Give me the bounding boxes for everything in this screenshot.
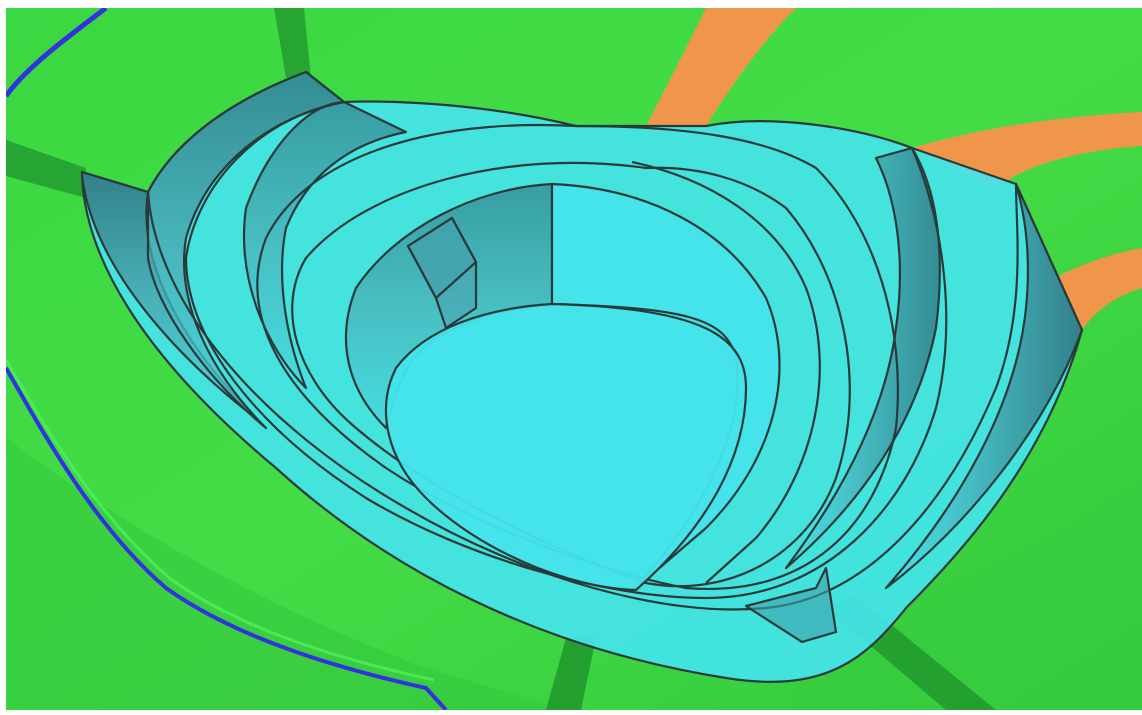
boundary-line [6,8,108,98]
bench-line-2 [184,100,948,600]
haul-road-top [274,8,311,78]
ramp-structure-top [406,216,478,300]
haul-road-bottom [546,638,596,710]
boundary-line-left-glow [6,359,435,682]
haul-road-orange-1 [646,8,796,126]
haul-road-left [6,140,86,198]
boundary-line-left [6,367,448,710]
open-pit [80,70,1084,683]
pit-scene[interactable] [6,8,1142,710]
pit-inner-wall-right [550,182,781,590]
pit-model-svg [6,8,1142,710]
pit-wall-right-1 [884,182,1084,590]
pit-floor [384,302,748,592]
terrain-shade-2 [786,478,1142,710]
bench-line-1 [146,183,1019,611]
bench-line-5 [631,160,821,584]
pit-wall-left-2 [146,70,346,430]
terrain-shade [6,438,566,710]
pit-wall-right-2 [784,146,941,570]
ramp-cut-bottom [744,566,838,644]
bench-line-3 [256,123,899,591]
